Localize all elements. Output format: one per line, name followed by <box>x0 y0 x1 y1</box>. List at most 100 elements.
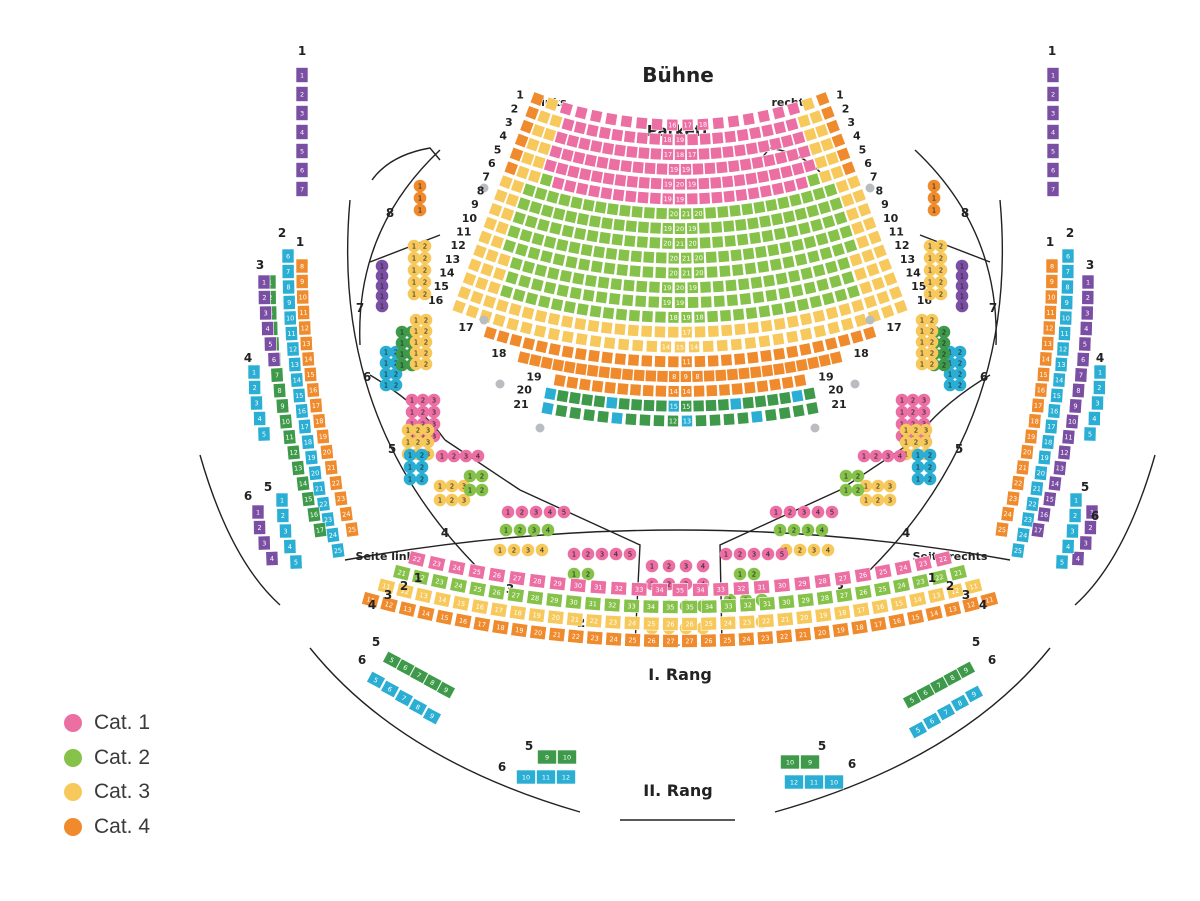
seat[interactable] <box>814 231 830 247</box>
side-col-seat[interactable]: 12 <box>298 320 312 336</box>
side-seat[interactable]: 1 <box>375 289 389 303</box>
seat[interactable] <box>654 266 667 279</box>
seat[interactable] <box>760 229 775 243</box>
seat[interactable] <box>623 234 637 248</box>
seat[interactable] <box>642 384 655 397</box>
seat[interactable]: 18 <box>674 148 686 161</box>
seat[interactable]: 19 <box>668 163 680 176</box>
seat[interactable] <box>548 144 564 160</box>
wheelchair-spot[interactable] <box>850 379 860 389</box>
side-col-seat[interactable]: 18 <box>312 413 327 429</box>
seat[interactable] <box>850 298 866 314</box>
seat[interactable] <box>507 302 523 317</box>
rang-seat[interactable]: 12 <box>945 582 965 600</box>
seat[interactable] <box>785 224 800 239</box>
side-seat[interactable]: 2 <box>934 239 948 253</box>
seat[interactable] <box>560 344 575 359</box>
seat[interactable] <box>764 198 779 213</box>
seat[interactable] <box>494 298 510 314</box>
side-col-seat[interactable]: 17 <box>312 521 328 539</box>
side-seat[interactable]: 2 <box>934 251 948 265</box>
seat[interactable] <box>543 280 558 296</box>
seat[interactable] <box>551 175 566 191</box>
seat[interactable] <box>479 262 495 278</box>
seat[interactable] <box>613 173 628 188</box>
side-seat[interactable]: 1 <box>915 357 929 371</box>
seat[interactable] <box>734 188 748 202</box>
seat[interactable] <box>811 339 826 354</box>
seat[interactable] <box>600 350 614 365</box>
seat[interactable] <box>767 167 782 182</box>
side-col-seat[interactable]: 17 <box>297 418 312 435</box>
side-seat[interactable]: 1 <box>403 460 417 474</box>
side-seat[interactable]: 3 <box>595 547 609 561</box>
seat[interactable] <box>559 101 574 117</box>
seat[interactable] <box>806 355 821 371</box>
rang-seat[interactable]: 26 <box>487 567 507 584</box>
seat[interactable] <box>477 229 493 246</box>
seat[interactable] <box>542 127 557 143</box>
side-seat[interactable]: 2 <box>925 313 939 327</box>
seat[interactable] <box>697 177 710 190</box>
rang-seat[interactable]: 23 <box>756 630 774 646</box>
seat[interactable] <box>486 280 502 296</box>
seat[interactable] <box>641 265 655 279</box>
rang-seat[interactable]: 20 <box>547 609 565 625</box>
rang-seat[interactable]: 17 <box>852 601 871 618</box>
side-seat[interactable]: 1 <box>395 347 409 361</box>
seat[interactable] <box>888 285 904 301</box>
seat[interactable] <box>686 192 699 206</box>
box-seat-right[interactable]: 5 <box>1046 143 1060 159</box>
seat[interactable] <box>726 293 739 307</box>
seat[interactable] <box>530 231 546 247</box>
seat[interactable] <box>510 178 526 194</box>
side-seat[interactable]: 2 <box>418 251 432 265</box>
seat[interactable] <box>604 247 618 261</box>
side-col-seat[interactable]: 22 <box>1011 475 1026 491</box>
side-seat[interactable]: 1 <box>463 469 477 483</box>
seat[interactable]: 11 <box>680 355 693 368</box>
side-col-seat[interactable]: 15 <box>292 387 306 404</box>
side-seat[interactable]: 3 <box>797 505 811 519</box>
seat[interactable] <box>741 112 756 127</box>
side-col-seat[interactable]: 16 <box>306 506 322 523</box>
seat[interactable] <box>613 143 627 158</box>
rang-seat[interactable]: 15 <box>889 595 909 612</box>
seat[interactable] <box>563 179 578 194</box>
rang-row5-seat[interactable]: 7 <box>929 675 949 695</box>
side-seat[interactable]: 2 <box>953 378 967 392</box>
side-seat[interactable]: 2 <box>419 335 433 349</box>
side-seat[interactable]: 2 <box>909 423 923 437</box>
side-seat[interactable]: 2 <box>515 505 529 519</box>
seat[interactable] <box>483 325 498 341</box>
side-seat[interactable]: 2 <box>475 469 489 483</box>
side-seat[interactable]: 4 <box>815 523 829 537</box>
seat[interactable] <box>727 159 741 173</box>
side-col-seat[interactable]: 6 <box>267 352 281 367</box>
side-seat[interactable]: 1 <box>943 378 957 392</box>
seat[interactable] <box>621 368 634 381</box>
seat[interactable] <box>794 252 809 267</box>
seat[interactable]: 19 <box>686 222 699 235</box>
seat[interactable] <box>565 133 580 149</box>
seat[interactable] <box>771 332 786 347</box>
seat[interactable] <box>824 259 839 275</box>
seat[interactable] <box>750 410 764 424</box>
side-seat[interactable]: 2 <box>906 393 920 407</box>
seat[interactable] <box>554 161 570 177</box>
seat[interactable] <box>730 337 743 352</box>
seat[interactable] <box>782 209 796 224</box>
seat[interactable] <box>766 243 781 258</box>
rang-seat[interactable]: 25 <box>874 563 893 580</box>
seat[interactable] <box>609 366 623 381</box>
seat[interactable]: 8 <box>668 370 681 383</box>
seat[interactable] <box>745 141 759 156</box>
rang-seat[interactable]: 21 <box>566 611 584 627</box>
lower-seat-right-5[interactable]: 9 <box>800 754 820 770</box>
side-seat[interactable]: 4 <box>696 559 710 573</box>
side-seat[interactable]: 1 <box>915 346 929 360</box>
rang-row6-seat[interactable]: 6 <box>922 711 942 731</box>
seat[interactable] <box>819 137 835 153</box>
side-seat[interactable]: 1 <box>395 358 409 372</box>
side-col-seat[interactable]: 23 <box>1020 511 1036 528</box>
